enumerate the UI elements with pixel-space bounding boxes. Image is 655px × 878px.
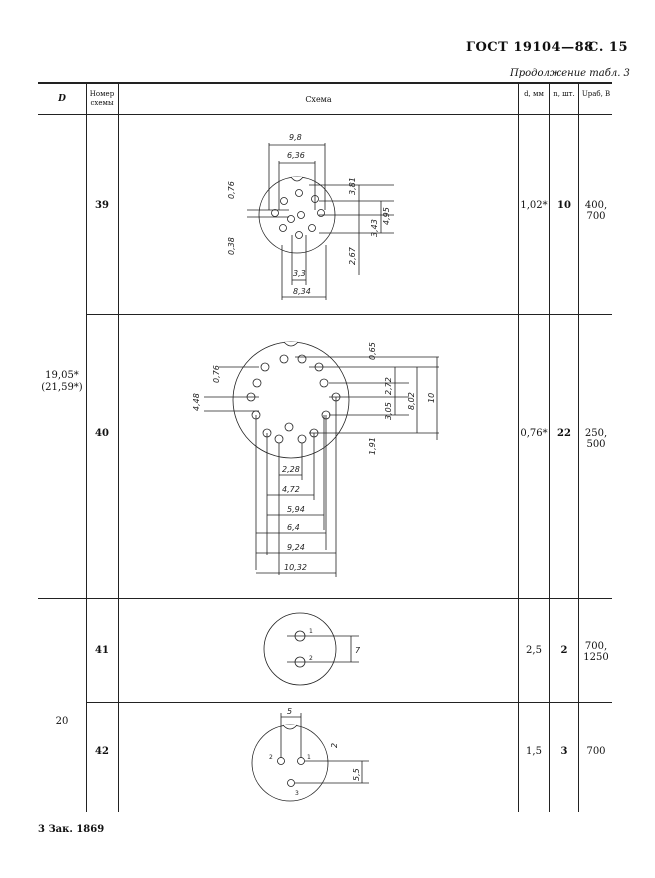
pin-diameter: 1,02* bbox=[520, 200, 548, 211]
col-divider-4 bbox=[549, 82, 550, 812]
dim-right-2: 3,05 bbox=[384, 402, 393, 420]
row-divider-1 bbox=[86, 314, 612, 315]
pin-diameter: 2,5 bbox=[526, 645, 542, 656]
scheme-number: 41 bbox=[95, 645, 109, 656]
pin-label: 3 bbox=[295, 790, 299, 797]
connector-outline bbox=[263, 612, 337, 686]
col-divider-3 bbox=[518, 82, 519, 812]
pin-diameter: 0,76* bbox=[520, 428, 548, 439]
dim-bottom-1: 3,3 bbox=[293, 269, 306, 278]
pin-count: 10 bbox=[557, 200, 571, 211]
col-header-n: n, шт. bbox=[553, 90, 575, 98]
voltage: 700 bbox=[586, 211, 606, 222]
dim-right-4: 2,67 bbox=[348, 246, 357, 265]
voltage: 700 bbox=[586, 746, 606, 757]
scheme-number: 42 bbox=[95, 746, 109, 757]
table-top-border bbox=[38, 82, 612, 84]
pin-1 bbox=[297, 757, 305, 765]
dim-bottom-6: 10,32 bbox=[284, 563, 307, 572]
col-header-scheme: Схема bbox=[305, 95, 332, 104]
dim-right-2: 5,5 bbox=[352, 768, 361, 781]
pin-count: 22 bbox=[557, 428, 571, 439]
scheme-39-drawing: 9,8 6,36 0,76 0,38 3,81 4,95 3,43 2,67 3… bbox=[227, 133, 394, 300]
dim-right: 7 bbox=[355, 646, 361, 655]
table-continuation: Продолжение табл. 3 bbox=[510, 68, 630, 79]
group-D-value: 19,05* bbox=[45, 370, 79, 381]
dim-bottom-5: 9,24 bbox=[287, 543, 305, 552]
voltage: 1250 bbox=[583, 652, 609, 663]
dim-bottom-2: 4,72 bbox=[282, 485, 300, 494]
pin-count: 2 bbox=[560, 645, 568, 656]
scheme-41-drawing: 7 1 2 bbox=[263, 612, 361, 686]
dim-top: 5 bbox=[287, 707, 292, 716]
dim-right-1: 3,81 bbox=[348, 177, 357, 195]
scheme-number: 39 bbox=[95, 200, 109, 211]
voltage: 400, bbox=[584, 200, 608, 211]
dim-right-2: 4,95 bbox=[382, 207, 391, 225]
col-header-D: D bbox=[58, 94, 66, 104]
dim-right-1: 2,72 bbox=[384, 377, 393, 395]
dim-top-1: 9,8 bbox=[289, 133, 302, 142]
scheme-40-drawing: 0,65 2,72 3,05 8,02 10 1,91 0,76 4,48 2,… bbox=[192, 341, 439, 577]
row-divider-3 bbox=[86, 702, 612, 703]
voltage: 250, bbox=[584, 428, 608, 439]
pin-count: 3 bbox=[560, 746, 568, 757]
standard-number: ГОСТ 19104—88 bbox=[466, 40, 594, 55]
col-divider-5 bbox=[578, 82, 579, 812]
dim-bottom-3: 5,94 bbox=[287, 505, 305, 514]
dim-left-1: 0,76 bbox=[227, 181, 236, 199]
dim-bottom-2: 8,34 bbox=[293, 287, 311, 296]
pins bbox=[271, 189, 325, 239]
group-D-value: 20 bbox=[55, 716, 69, 727]
col-divider-2 bbox=[118, 82, 119, 812]
dim-right-1: 2 bbox=[330, 743, 339, 748]
col-header-number: Номер схемы bbox=[89, 90, 115, 107]
col-header-d: d, мм bbox=[524, 90, 544, 98]
pin-label: 2 bbox=[269, 754, 273, 761]
voltage: 500 bbox=[586, 439, 606, 450]
pin-3 bbox=[287, 779, 295, 787]
page-number: С. 15 bbox=[588, 40, 628, 55]
dim-left-2: 4,48 bbox=[192, 393, 201, 411]
group-D-alt: (21,59*) bbox=[41, 382, 83, 393]
dim-top-1: 0,65 bbox=[368, 342, 377, 360]
table-header-border bbox=[38, 114, 612, 115]
row-divider-2 bbox=[38, 598, 612, 599]
connector-outline bbox=[251, 724, 329, 802]
dim-right-3: 8,02 bbox=[407, 392, 416, 410]
dim-bottom-1: 2,28 bbox=[282, 465, 300, 474]
dim-top-2: 6,36 bbox=[287, 151, 305, 160]
pin-label: 2 bbox=[309, 655, 313, 662]
scheme-42-drawing: 5 2 5,5 2 1 3 bbox=[251, 707, 369, 802]
dim-right-3: 3,43 bbox=[370, 219, 379, 237]
dim-bottom-4: 6,4 bbox=[287, 523, 300, 532]
pin-label: 1 bbox=[307, 754, 311, 761]
col-divider-1 bbox=[86, 82, 87, 812]
dim-left-1: 0,76 bbox=[212, 365, 221, 383]
voltage: 700, bbox=[584, 641, 608, 652]
connector-outline bbox=[232, 341, 350, 459]
pin-diameter: 1,5 bbox=[526, 746, 542, 757]
scheme-number: 40 bbox=[95, 428, 109, 439]
pin-label: 1 bbox=[309, 628, 313, 635]
pin-2 bbox=[277, 757, 285, 765]
footer-order: 3 Зак. 1869 bbox=[38, 824, 105, 835]
col-header-u: Uраб, В bbox=[581, 90, 611, 98]
dim-right-4: 10 bbox=[427, 393, 436, 403]
dim-left-2: 0,38 bbox=[227, 237, 236, 255]
dim-right-5: 1,91 bbox=[368, 437, 377, 455]
